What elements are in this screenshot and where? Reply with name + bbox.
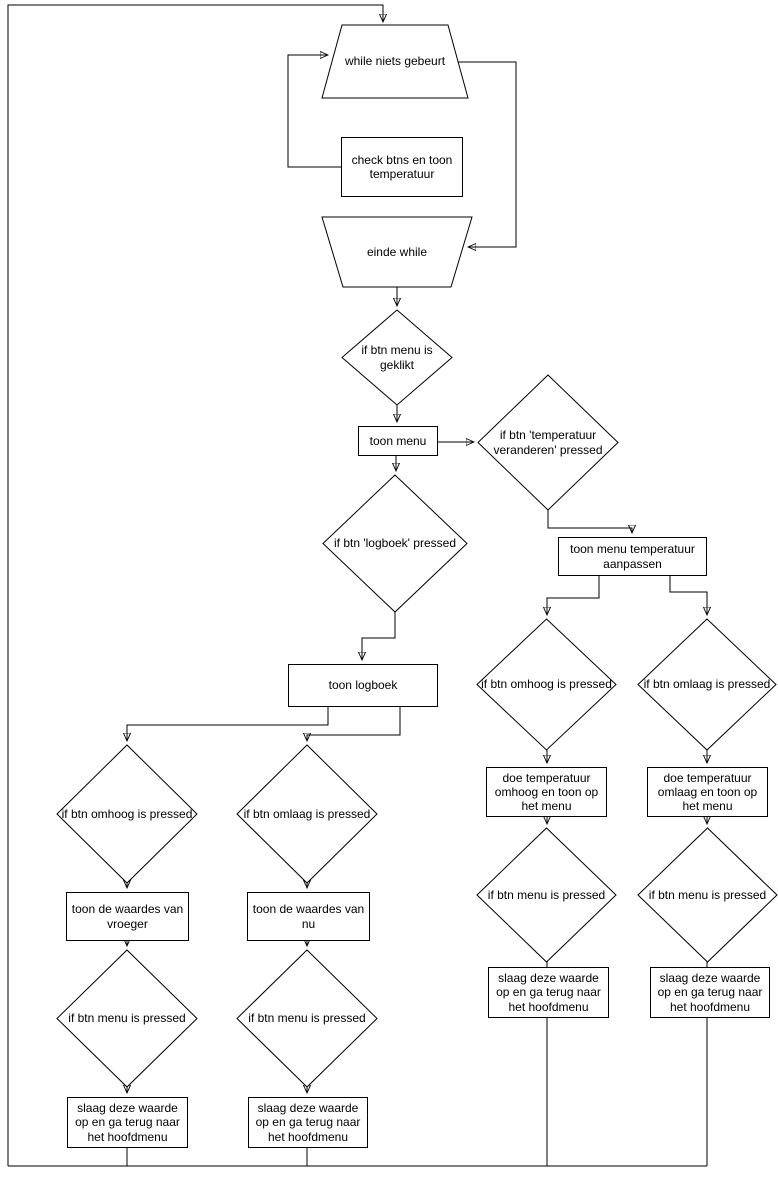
- connector-toonlogboek-to-ifomhooglog: [127, 707, 329, 741]
- node-label: if btn omlaag is pressed: [243, 806, 371, 821]
- connector-toonmenutemp-to-ifomlaagtemp: [669, 576, 707, 615]
- node-label: if btn 'logboek' pressed: [334, 536, 456, 551]
- node-label: toon de waardes van vroeger: [71, 902, 184, 931]
- node-label: doe temperatuur omhoog en toon op het me…: [494, 770, 599, 814]
- diamond-shape: [323, 475, 467, 612]
- connector-iftempveranderen-to-toonmenutemp: [547, 510, 632, 533]
- diamond-shape: [478, 375, 618, 510]
- node-while-end: einde while: [322, 217, 472, 287]
- connector-iflogboek-to-toonlogboek: [362, 612, 396, 660]
- node-if-temperatuur-veranderen: if btn 'temperatuur veranderen' pressed: [478, 375, 618, 510]
- node-label: einde while: [366, 244, 428, 259]
- diamond-shape: [57, 950, 197, 1087]
- node-label: slaag deze waarde op en ga terug naar he…: [255, 1101, 361, 1144]
- diamond-shape: [638, 828, 777, 962]
- diamond-shape: [477, 619, 616, 750]
- node-label: if btn menu is pressed: [648, 887, 767, 902]
- node-toon-waardes-nu: toon de waardes van nu: [247, 892, 370, 941]
- node-label: slaag deze waarde op en ga terug naar he…: [657, 971, 763, 1014]
- node-label: slaag deze waarde op en ga terug naar he…: [496, 971, 601, 1014]
- node-label: check btns en toon temperatuur: [351, 152, 453, 181]
- node-if-menu-geklikt: if btn menu is geklikt: [342, 310, 452, 405]
- node-toon-waardes-vroeger: toon de waardes van vroeger: [66, 892, 189, 941]
- connector-return-loop-left-edge: [7, 4, 383, 1166]
- node-while-start: while niets gebeurt: [322, 25, 468, 98]
- diamond-shape: [477, 828, 616, 962]
- node-label: toon logboek: [328, 678, 398, 693]
- node-label: if btn 'temperatuur veranderen' pressed: [493, 428, 603, 457]
- diamond-shape: [237, 745, 377, 883]
- node-label: toon menu: [369, 433, 427, 448]
- node-doe-temperatuur-omhoog: doe temperatuur omhoog en toon op het me…: [486, 767, 607, 817]
- node-if-logboek: if btn 'logboek' pressed: [323, 475, 467, 612]
- diamond-shape: [237, 950, 377, 1087]
- connector-toonlogboek-to-ifomlaaglog: [307, 707, 401, 741]
- node-slaag-waarde-temperatuur-2: slaag deze waarde op en ga terug naar he…: [650, 967, 770, 1018]
- node-slaag-waarde-temperatuur-1: slaag deze waarde op en ga terug naar he…: [488, 967, 609, 1018]
- node-label: slaag deze waarde op en ga terug naar he…: [75, 1101, 180, 1144]
- loop-start-shape: [322, 25, 468, 98]
- node-slaag-waarde-logboek-2: slaag deze waarde op en ga terug naar he…: [248, 1097, 368, 1148]
- node-if-omlaag-temperatuur: if btn omlaag is pressed: [638, 619, 776, 750]
- node-if-omhoog-logboek: if btn omhoog is pressed: [57, 745, 197, 883]
- node-if-menu-logboek-1: if btn menu is pressed: [57, 950, 197, 1087]
- node-if-menu-temperatuur-2: if btn menu is pressed: [638, 828, 777, 962]
- diamond-shape: [638, 619, 776, 750]
- node-slaag-waarde-logboek-1: slaag deze waarde op en ga terug naar he…: [67, 1097, 188, 1148]
- diamond-shape: [342, 310, 452, 405]
- node-label: doe temperatuur omlaag en toon op het me…: [657, 770, 758, 814]
- node-label: if btn menu is pressed: [68, 1011, 186, 1026]
- node-label: toon de waardes van nu: [252, 902, 365, 931]
- node-label: if btn menu is pressed: [248, 1011, 366, 1026]
- node-label: if btn menu is geklikt: [361, 343, 433, 372]
- diamond-shape: [57, 745, 197, 883]
- node-toon-logboek: toon logboek: [288, 664, 438, 707]
- connector-checkbtns-to-while: [287, 55, 341, 168]
- node-if-menu-temperatuur-1: if btn menu is pressed: [477, 828, 616, 962]
- node-label: if btn omhoog is pressed: [481, 677, 612, 692]
- node-if-omhoog-temperatuur: if btn omhoog is pressed: [477, 619, 616, 750]
- node-doe-temperatuur-omlaag: doe temperatuur omlaag en toon op het me…: [647, 767, 768, 817]
- connector-while-to-eindewhile: [458, 61, 517, 247]
- node-if-menu-logboek-2: if btn menu is pressed: [237, 950, 377, 1087]
- node-if-omlaag-logboek: if btn omlaag is pressed: [237, 745, 377, 883]
- node-label: if btn menu is pressed: [487, 887, 606, 902]
- loop-end-shape: [322, 217, 472, 287]
- node-label: toon menu temperatuur aanpassen: [570, 542, 695, 571]
- node-label: if btn omhoog is pressed: [61, 806, 193, 821]
- node-check-btns: check btns en toon temperatuur: [341, 137, 463, 197]
- node-label: if btn omlaag is pressed: [643, 677, 771, 692]
- node-toon-menu: toon menu: [358, 426, 438, 456]
- node-label: while niets gebeurt: [344, 54, 446, 69]
- connector-toonmenutemp-to-ifomhoogtemp: [547, 576, 600, 615]
- node-toon-menu-temperatuur: toon menu temperatuur aanpassen: [558, 537, 707, 576]
